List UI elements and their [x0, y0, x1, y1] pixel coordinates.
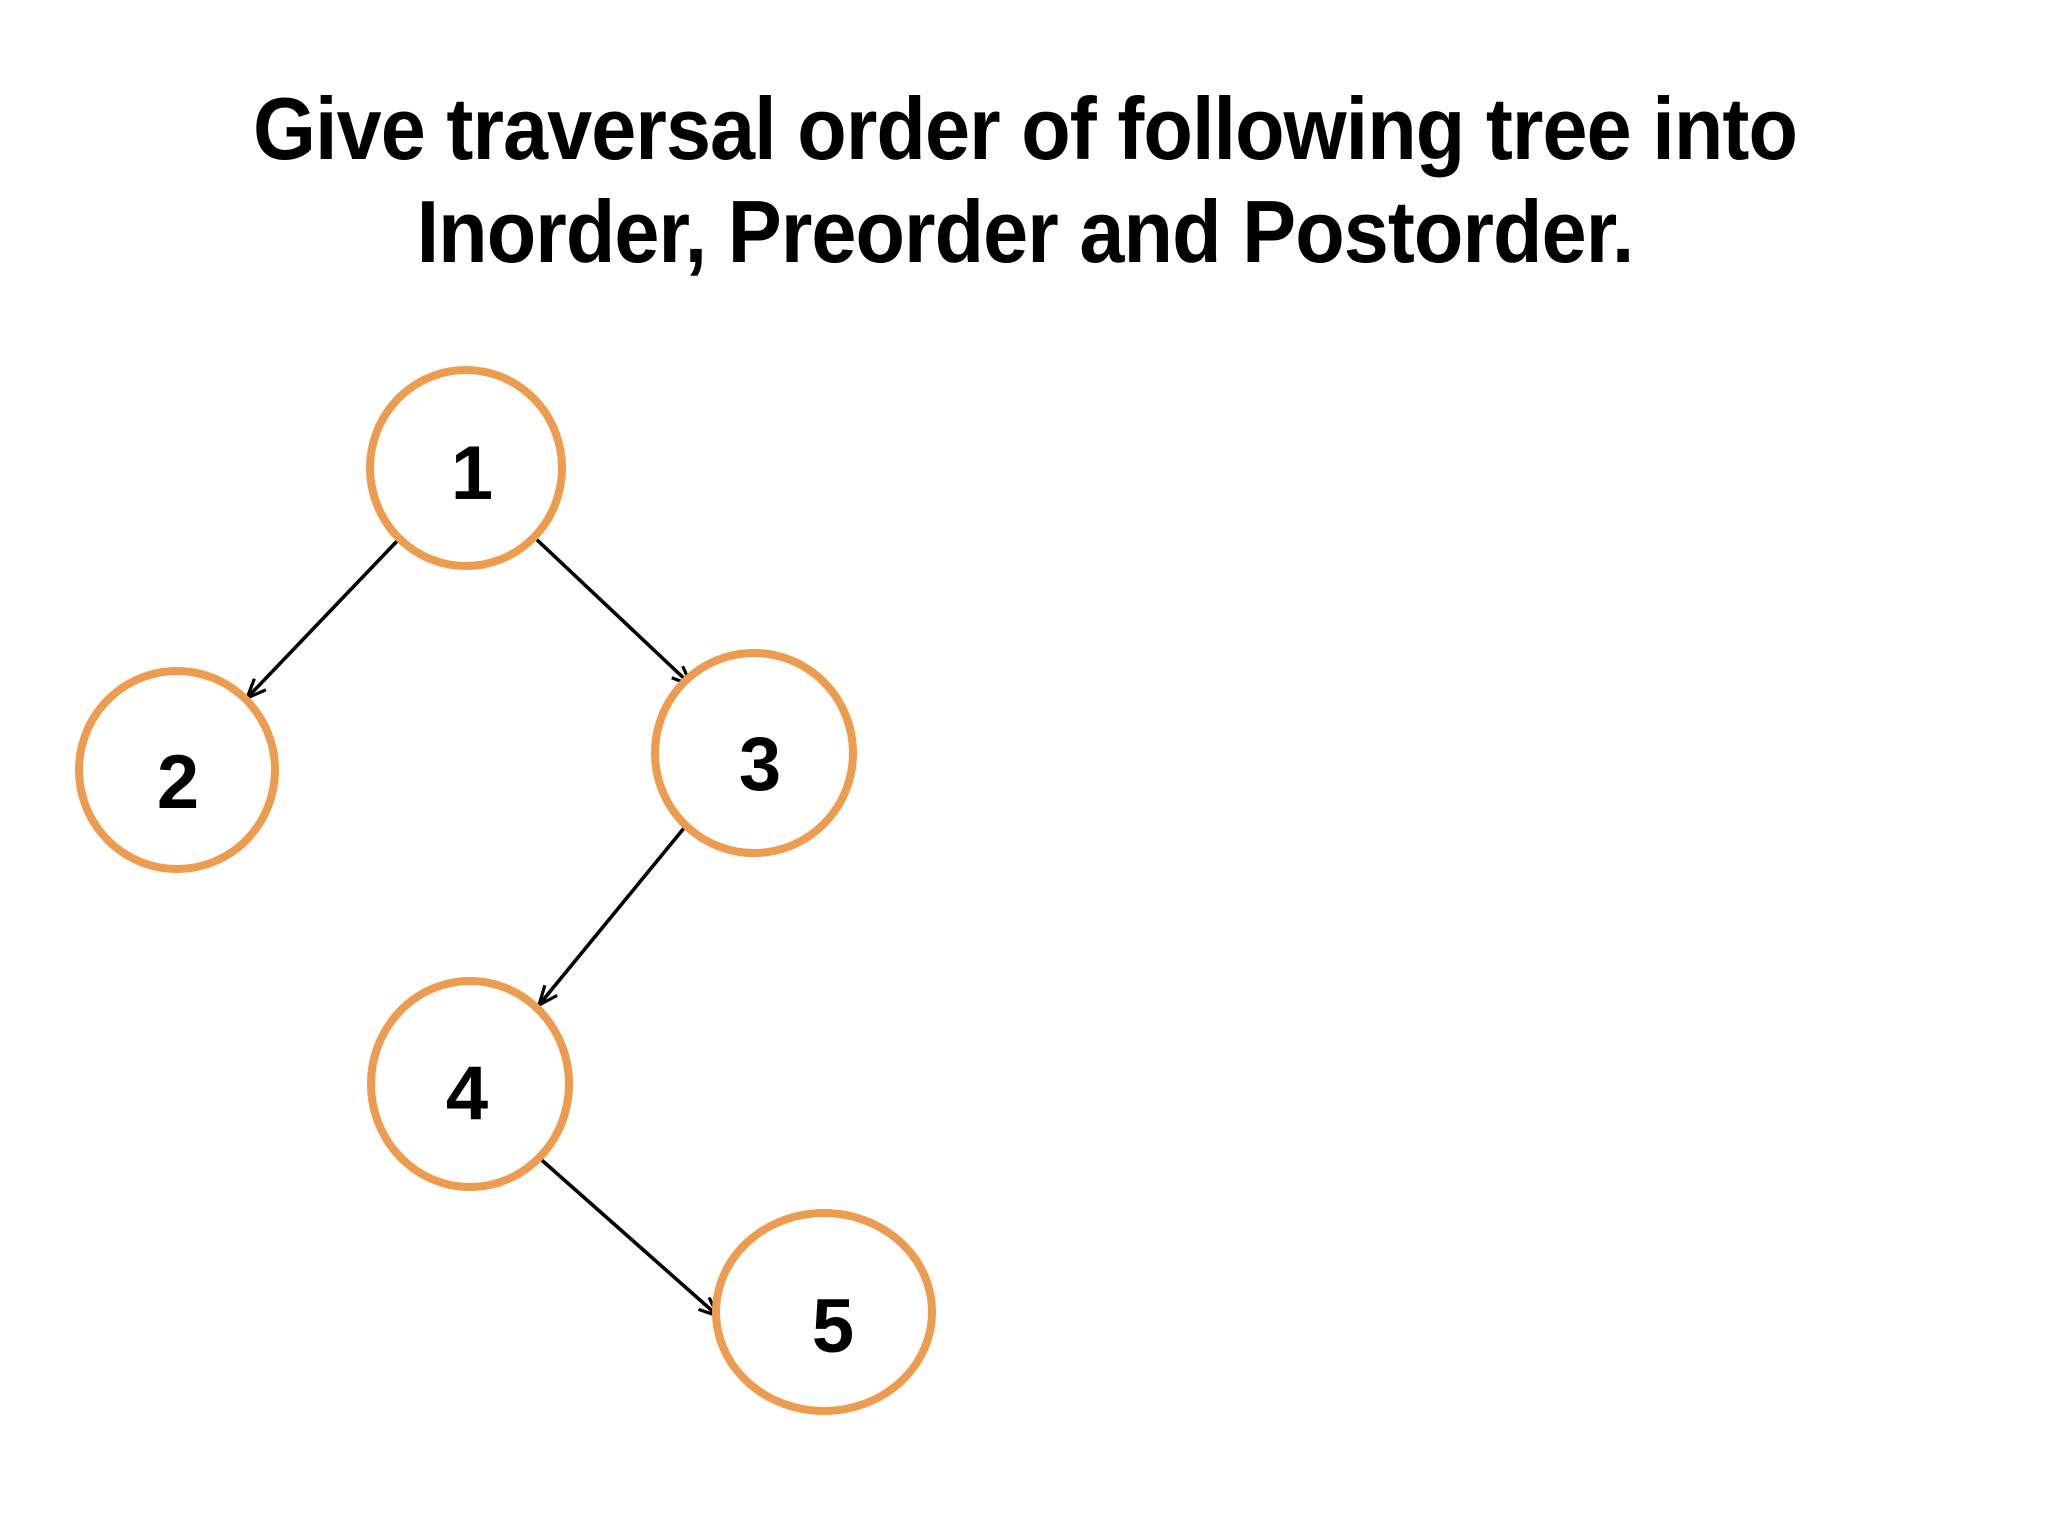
tree-node-label-5: 5 — [811, 1284, 855, 1369]
tree-node-5[interactable] — [712, 1209, 936, 1415]
tree-node-3[interactable] — [651, 649, 857, 857]
tree-node-2[interactable] — [75, 667, 279, 873]
tree-nodes — [75, 366, 936, 1415]
tree-node-4[interactable] — [367, 977, 573, 1191]
title-line-2: Inorder, Preorder and Postorder. — [416, 181, 1635, 281]
tree-node-label-4: 4 — [445, 1051, 489, 1136]
tree-node-1[interactable] — [366, 366, 566, 570]
tree-node-label-2: 2 — [156, 740, 200, 825]
tree-edges — [247, 535, 718, 1316]
title-line-1: Give traversal order of following tree i… — [253, 79, 1798, 178]
tree-edge-n4-to-n5 — [534, 1153, 718, 1316]
tree-edge-n1-to-n3 — [532, 535, 691, 685]
tree-edge-n1-to-n2 — [247, 536, 402, 698]
tree-edge-n3-to-n4 — [539, 820, 691, 1005]
page-title: Give traversal order of following tree i… — [202, 78, 1849, 284]
tree-node-label-1: 1 — [450, 431, 494, 516]
tree-node-label-3: 3 — [738, 722, 782, 807]
